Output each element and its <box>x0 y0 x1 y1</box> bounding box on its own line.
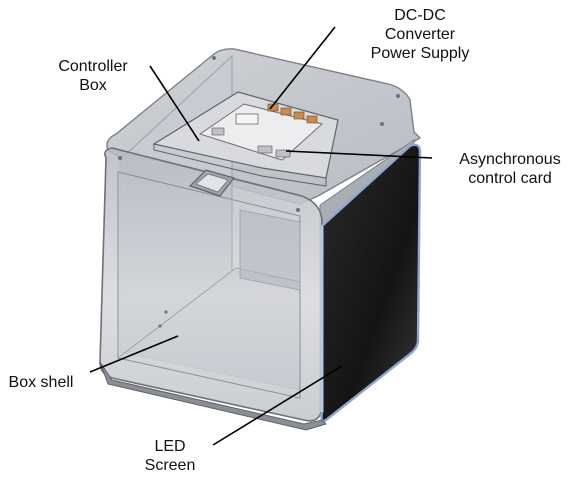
leader-dcdc <box>269 26 336 110</box>
base <box>99 361 327 431</box>
label-controller-box: Controller Box <box>58 58 128 94</box>
label-box-shell: Box shell <box>8 374 74 391</box>
leader-led <box>212 365 343 446</box>
label-led-screen: LED Screen <box>144 438 196 474</box>
label-dcdc-converter: DC-DC Converter Power Supply <box>370 7 470 62</box>
leader-async <box>285 150 433 159</box>
label-async-card: Asynchronous control card <box>459 151 561 187</box>
front-frame-inner <box>117 171 301 399</box>
leader-lines <box>89 26 433 446</box>
leader-controller <box>149 65 200 142</box>
pcb-board <box>198 103 324 161</box>
leader-shell <box>89 335 179 373</box>
